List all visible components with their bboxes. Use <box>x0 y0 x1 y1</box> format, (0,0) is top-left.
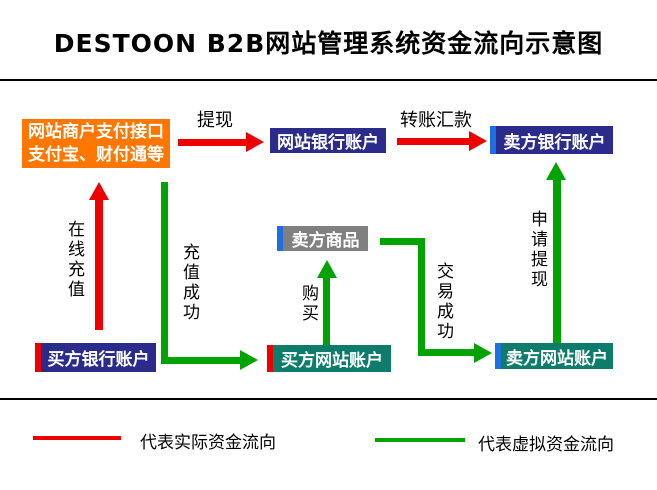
deal-success-arrow-vshaft <box>418 238 425 356</box>
withdraw-arrow-shaft <box>178 139 248 146</box>
deal-success-arrowhead-icon <box>474 343 492 363</box>
apply-withdraw-arrowhead-icon <box>546 162 566 180</box>
transfer-arrowhead-icon <box>469 131 487 151</box>
deal-success-arrow-hshaft2 <box>418 349 476 356</box>
online-recharge-arrowhead-icon <box>89 182 109 200</box>
node-payment-gateway: 网站商户支付接口 支付宝、财付通等 <box>22 119 170 168</box>
recharge-success-arrow-hshaft <box>161 357 241 364</box>
label-purchase: 购买 <box>298 284 318 324</box>
purchase-arrowhead-icon <box>317 260 337 278</box>
label-recharge-success: 充值成功 <box>179 243 199 323</box>
node-seller-bank-account: 卖方银行账户 <box>490 126 613 154</box>
label-online-recharge: 在线充值 <box>64 220 84 300</box>
apply-withdraw-arrow-shaft <box>553 179 561 343</box>
node-seller-site-account: 卖方网站账户 <box>495 343 613 369</box>
legend-virtual-line-icon <box>375 438 465 442</box>
recharge-success-arrow-vshaft <box>161 182 168 364</box>
node-buyer-site-account: 买方网站账户 <box>267 345 391 372</box>
legend-virtual-text: 代表虚拟资金流向 <box>478 435 614 455</box>
node-buyer-bank-account: 买方银行账户 <box>35 343 156 372</box>
label-transfer: 转账汇款 <box>400 110 472 131</box>
node-seller-goods: 卖方商品 <box>277 226 368 251</box>
node-site-bank-account: 网站银行账户 <box>270 128 386 153</box>
label-deal-success: 交易成功 <box>433 262 453 342</box>
withdraw-arrowhead-icon <box>246 132 264 152</box>
label-withdraw: 提现 <box>197 110 233 131</box>
label-apply-withdraw: 申请提现 <box>527 210 547 290</box>
legend-real-text: 代表实际资金流向 <box>140 433 276 453</box>
online-recharge-arrow-shaft <box>95 199 103 330</box>
legend-real-line-icon <box>33 436 121 440</box>
recharge-success-arrowhead-icon <box>240 350 258 370</box>
top-divider <box>0 79 657 81</box>
payment-gateway-line2: 支付宝、财付通等 <box>28 144 164 165</box>
payment-gateway-line1: 网站商户支付接口 <box>28 121 164 142</box>
purchase-arrow-shaft <box>323 277 330 345</box>
deal-success-arrow-hshaft1 <box>380 238 425 245</box>
bottom-divider <box>0 398 657 400</box>
transfer-arrow-shaft <box>397 138 471 145</box>
page-title: DESTOON B2B网站管理系统资金流向示意图 <box>53 29 604 58</box>
